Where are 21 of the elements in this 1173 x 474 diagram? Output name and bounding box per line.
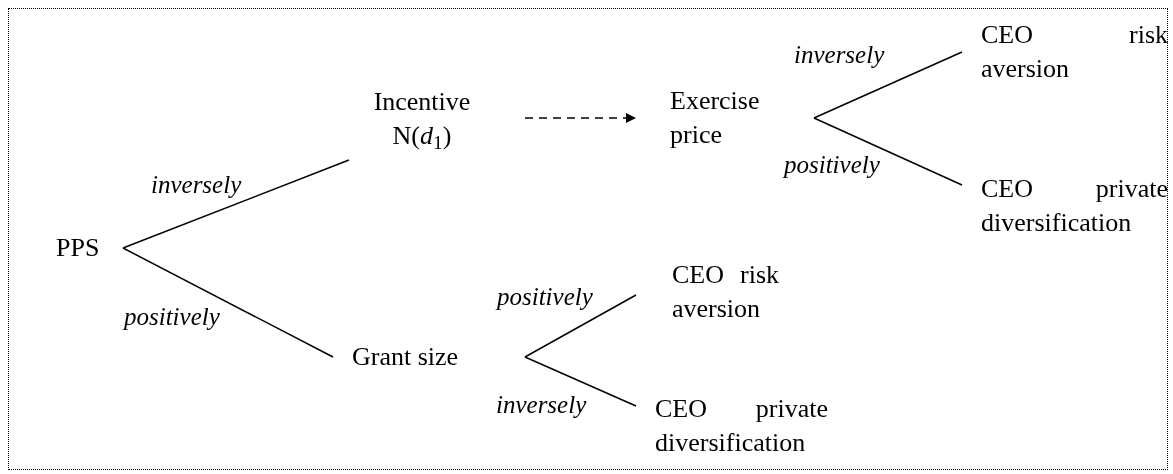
connector-line: [122, 159, 350, 249]
node-label: Incentive N(d$_{1}$): [349, 85, 525, 161]
connector-line: [122, 247, 334, 358]
dashed-arrow: [524, 113, 637, 123]
edge-label: inversely: [496, 392, 587, 417]
edge-label: inversely: [794, 42, 885, 67]
node-label: CEO private diversification: [962, 172, 1168, 240]
connector-line: [813, 51, 963, 119]
edge-label: positively: [784, 152, 880, 177]
node-label: Exercise price: [636, 84, 814, 154]
edge-label: positively: [124, 304, 220, 329]
connector-line: [524, 356, 637, 407]
edge-label: inversely: [151, 172, 242, 197]
node-label: CEO private diversification: [636, 392, 828, 460]
node-label: Grant size: [333, 340, 525, 374]
connector-line: [813, 117, 963, 186]
edge-label: positively: [497, 284, 593, 309]
connector-line: [524, 294, 637, 358]
node-label: CEO risk aversion: [636, 258, 796, 328]
node-label: PPS: [50, 231, 123, 265]
node-label: CEO risk aversion: [962, 18, 1168, 86]
